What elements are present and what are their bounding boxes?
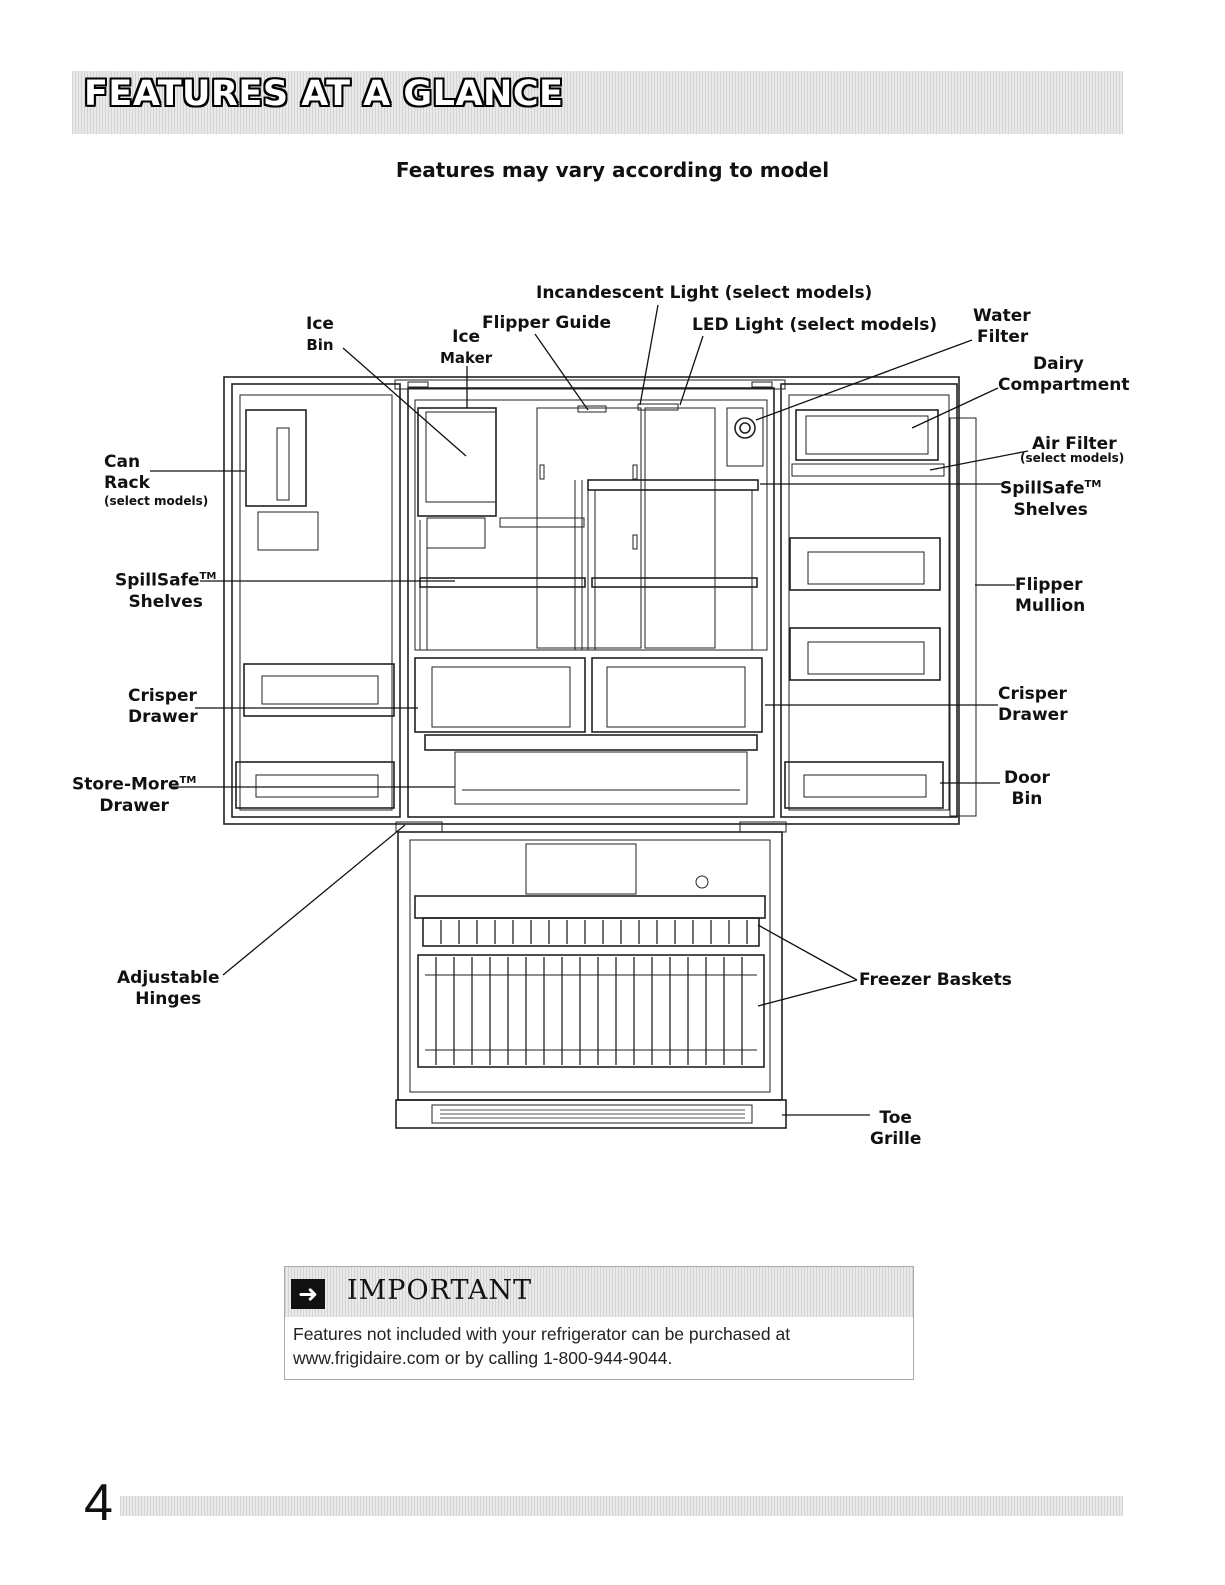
label-crisper-right-line2: Drawer xyxy=(998,705,1068,725)
flipper-mullion xyxy=(949,417,977,817)
label-flipper-guide: Flipper Guide xyxy=(482,313,612,333)
header-bar xyxy=(72,71,1123,134)
water-filter xyxy=(726,407,764,467)
label-crisper-left-line2: Drawer xyxy=(128,707,198,727)
fridge-interior xyxy=(407,387,775,818)
label-spillsafe-right-tm: TM xyxy=(1084,479,1102,490)
label-store-more-line1: Store-More xyxy=(72,774,180,795)
arrow-right-icon: ➜ xyxy=(291,1279,325,1309)
label-ice-bin-line1: Ice xyxy=(306,314,334,334)
label-dairy-line1: Dairy xyxy=(1033,354,1084,374)
spillsafe-shelf-upper xyxy=(587,479,759,491)
door-bin-left-1 xyxy=(243,663,395,717)
label-store-more-drawer: Store-MoreTM Drawer xyxy=(72,770,196,817)
dairy-compartment xyxy=(795,409,939,461)
label-hinges-line2: Hinges xyxy=(135,989,202,1009)
door-bin-right-1 xyxy=(789,537,941,591)
freezer-basket-upper-rim xyxy=(414,895,766,919)
label-dairy-compartment: Dairy Compartment xyxy=(998,354,1130,396)
label-water-filter: Water Filter xyxy=(973,306,1031,348)
label-door-bin-line1: Door xyxy=(1004,768,1050,788)
door-bin-right-2 xyxy=(789,627,941,681)
label-crisper-left-line1: Crisper xyxy=(128,686,197,706)
label-can-rack-sub: (select models) xyxy=(104,494,209,508)
label-crisper-drawer-left: Crisper Drawer xyxy=(128,686,198,728)
label-store-more-tm: TM xyxy=(179,775,197,786)
label-flipper-mullion-line1: Flipper xyxy=(1015,575,1083,595)
label-store-more-line2: Drawer xyxy=(99,795,169,816)
label-spillsafe-shelves-right: SpillSafeTM Shelves xyxy=(1000,474,1101,521)
important-line2: www.frigidaire.com or by calling 1-800-9… xyxy=(293,1348,673,1368)
label-ice-maker-line2: Maker xyxy=(440,349,493,367)
right-door xyxy=(780,383,958,818)
page-subtitle: Features may vary according to model xyxy=(395,158,830,182)
spillsafe-shelf-right xyxy=(591,577,758,588)
label-ice-bin-line2: Bin xyxy=(306,336,334,354)
label-spillsafe-left-tm: TM xyxy=(199,571,217,582)
label-ice-bin: Ice Bin xyxy=(306,314,334,356)
label-incandescent-light: Incandescent Light (select models) xyxy=(536,283,873,303)
door-bin-left-2 xyxy=(235,761,395,809)
label-ice-maker-line1: Ice xyxy=(452,327,481,347)
label-toe-grille-line1: Toe xyxy=(879,1108,912,1128)
crisper-drawer-right xyxy=(591,657,763,733)
can-rack xyxy=(245,409,307,507)
page-title: FEATURES AT A GLANCE xyxy=(84,74,564,114)
label-spillsafe-left-line1: SpillSafe xyxy=(115,570,200,591)
crisper-drawer-left xyxy=(414,657,586,733)
label-door-bin-line2: Bin xyxy=(1011,789,1043,809)
leader-lines xyxy=(150,304,1029,1116)
important-text: Features not included with your refriger… xyxy=(293,1322,903,1370)
freezer-basket-upper xyxy=(422,917,760,947)
label-flipper-mullion: Flipper Mullion xyxy=(1015,575,1085,617)
label-flipper-mullion-line2: Mullion xyxy=(1015,596,1086,616)
label-door-bin: Door Bin xyxy=(1004,768,1050,810)
footer-bar xyxy=(120,1496,1123,1516)
label-crisper-right-line1: Crisper xyxy=(998,684,1067,704)
label-ice-maker: Ice Maker xyxy=(440,327,492,369)
label-crisper-drawer-right: Crisper Drawer xyxy=(998,684,1068,726)
label-air-filter: Air Filter (select models) xyxy=(1020,434,1124,465)
label-dairy-line2: Compartment xyxy=(998,375,1130,395)
label-freezer-baskets: Freezer Baskets xyxy=(859,970,1012,990)
label-can-rack-line2: Rack xyxy=(104,473,150,493)
label-led-light: LED Light (select models) xyxy=(692,315,938,335)
label-adjustable-hinges: Adjustable Hinges xyxy=(117,968,220,1010)
page-number: 4 xyxy=(84,1474,113,1532)
label-air-filter-sub: (select models) xyxy=(1020,451,1125,465)
door-bin-right-3 xyxy=(784,761,944,809)
freezer-basket-lower xyxy=(417,954,765,1068)
label-toe-grille-line2: Grille xyxy=(870,1129,922,1149)
label-toe-grille: Toe Grille xyxy=(870,1108,921,1150)
spillsafe-shelf-left xyxy=(419,577,586,588)
important-title: IMPORTANT xyxy=(347,1275,533,1306)
important-line1: Features not included with your refriger… xyxy=(293,1324,791,1344)
important-header xyxy=(285,1267,913,1317)
label-can-rack: Can Rack (select models) xyxy=(104,452,208,508)
label-spillsafe-right-line1: SpillSafe xyxy=(1000,478,1085,499)
left-door xyxy=(231,383,401,818)
important-notice: ➜ IMPORTANT Features not included with y… xyxy=(284,1266,914,1380)
label-air-filter-line1: Air Filter xyxy=(1032,434,1117,454)
label-water-filter-line1: Water xyxy=(973,306,1031,326)
label-water-filter-line2: Filter xyxy=(977,327,1029,347)
label-hinges-line1: Adjustable xyxy=(117,968,220,988)
fridge-cabinet xyxy=(223,376,960,825)
store-more-drawer xyxy=(424,734,758,751)
label-spillsafe-shelves-left: SpillSafeTM Shelves xyxy=(115,566,216,613)
label-spillsafe-right-line2: Shelves xyxy=(1013,499,1088,520)
toe-grille xyxy=(395,1099,787,1129)
label-spillsafe-left-line2: Shelves xyxy=(128,591,203,612)
label-can-rack-line1: Can xyxy=(104,452,141,472)
